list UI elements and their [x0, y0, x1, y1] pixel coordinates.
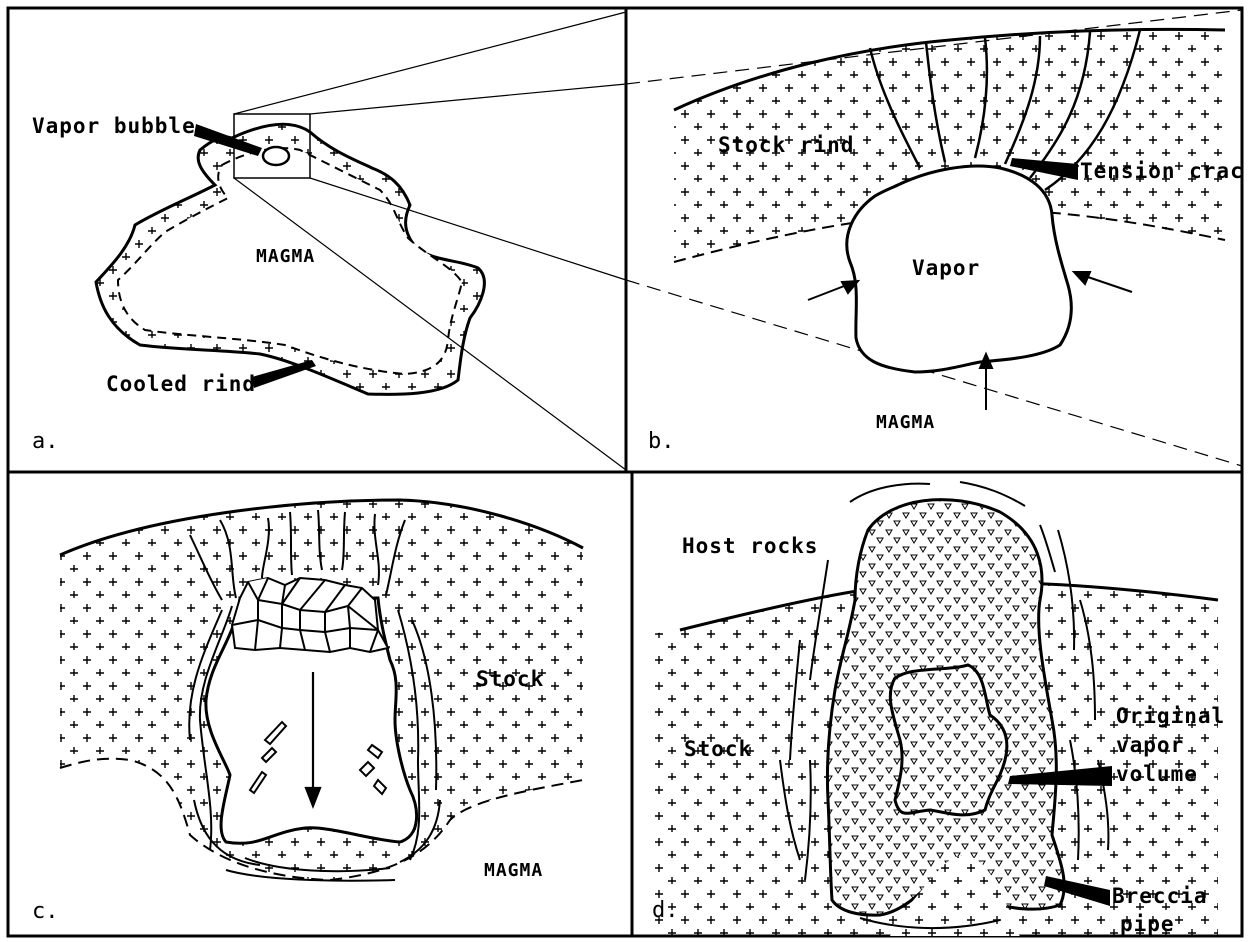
magma-label-a: MAGMA — [256, 246, 315, 267]
magma-label-c: MAGMA — [484, 860, 543, 881]
collapse-blocks — [232, 578, 388, 652]
stock-label-c: Stock — [476, 667, 544, 691]
panel-d: Host rocks Stock Original vapor volume B… — [650, 482, 1225, 936]
original-label-line-1: Original — [1116, 704, 1225, 728]
breccia-label-line-2: pipe — [1120, 912, 1175, 936]
stock-label-d: Stock — [684, 737, 752, 761]
vapor-bubble-label: Vapor bubble — [32, 114, 196, 138]
vapor-label: Vapor — [912, 256, 980, 280]
panel-a-letter: a. — [32, 429, 59, 454]
original-label-line-3: volume — [1116, 762, 1198, 786]
breccia-label-line-1: Breccia — [1112, 884, 1208, 908]
panel-b: Stock rind Tension cracks Vapor MAGMA b. — [648, 29, 1250, 454]
magma-label-b: MAGMA — [876, 412, 935, 433]
host-rocks-label: Host rocks — [682, 534, 818, 558]
panel-a: Vapor bubble MAGMA Cooled rind a. — [32, 114, 484, 454]
stock-rind-label: Stock rind — [718, 133, 854, 157]
panel-b-letter: b. — [648, 429, 675, 454]
cooled-rind-pointer — [252, 360, 316, 388]
panel-c-letter: c. — [32, 899, 59, 924]
panel-d-letter: d. — [652, 898, 679, 923]
panel-c: Stock MAGMA c. — [32, 500, 583, 924]
cooled-rind-label: Cooled rind — [106, 372, 256, 396]
original-label-line-2: vapor — [1116, 733, 1184, 757]
vapor-bubble-shape — [263, 147, 289, 165]
tension-cracks-label: Tension cracks — [1080, 159, 1250, 183]
